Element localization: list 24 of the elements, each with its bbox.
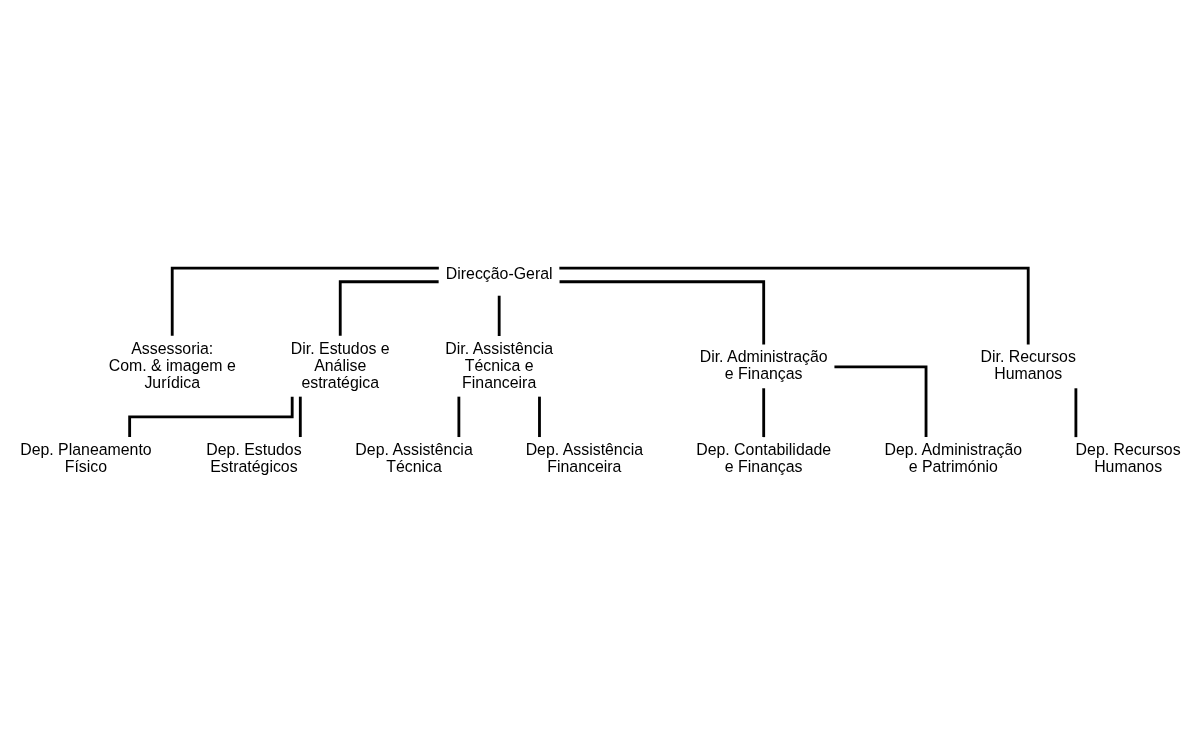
connector [834, 365, 928, 438]
node-text: Dep. Administração e Património [884, 440, 1023, 475]
node-text: Dir. Recursos Humanos [980, 348, 1076, 383]
node-text: Dep. Contabilidade e Finanças [696, 440, 832, 475]
connector [497, 295, 501, 336]
connector [559, 266, 1030, 345]
connector [1074, 388, 1078, 438]
node-text: Dir. Assistência Técnica e Financeira [445, 339, 553, 391]
connector [538, 396, 541, 438]
node-text: Dep. Estudos Estratégicos [206, 440, 302, 475]
node-text: Dep. Planeamento Físico [20, 440, 152, 475]
connector [170, 266, 439, 336]
connector [762, 388, 766, 438]
connector [559, 280, 766, 345]
node-text: Direcção-Geral [445, 265, 553, 283]
connector [338, 280, 439, 336]
node-text: Dep. Recursos Humanos [1075, 440, 1181, 475]
node-text: Dir. Administração e Finanças [699, 348, 828, 383]
node-text: Dep. Assistência Técnica [355, 440, 473, 475]
connector [298, 396, 302, 438]
node-text: Dir. Estudos e Análise estratégica [290, 339, 390, 391]
node-text: Assessoria: Com. & imagem e Jurídica [108, 339, 236, 391]
node-text: Dep. Assistência Financeira [525, 440, 643, 475]
connector [457, 396, 461, 438]
